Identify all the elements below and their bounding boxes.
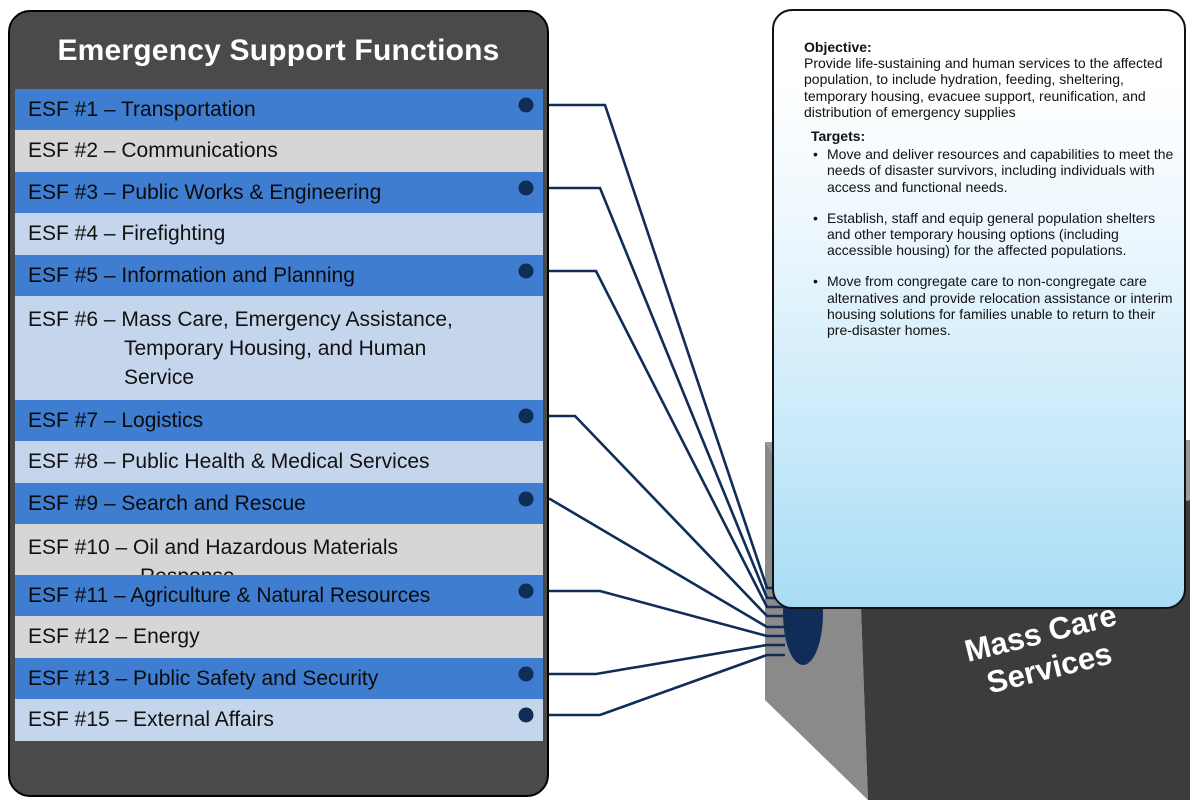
esf-row: ESF #1 – Transportation — [15, 89, 543, 130]
mass-care-services-label: Mass Care Services — [939, 592, 1150, 710]
esf-label: ESF #1 – Transportation — [28, 98, 256, 121]
esf-label: ESF #3 – Public Works & Engineering — [28, 181, 382, 204]
targets-list: Move and deliver resources and capabilit… — [811, 146, 1174, 338]
esf-label-cont: Service — [124, 366, 195, 389]
objective-text: Provide life-sustaining and human servic… — [804, 55, 1163, 120]
connector-line — [526, 414, 785, 618]
esf-label: ESF #9 – Search and Rescue — [28, 492, 306, 515]
connector-line — [526, 103, 785, 590]
esf-row: ESF #3 – Public Works & Engineering — [15, 172, 543, 213]
esf-row: ESF #15 – External Affairs — [15, 699, 543, 741]
esf-label-cont: Temporary Housing, and Human — [124, 337, 427, 360]
connector-line — [526, 589, 785, 638]
esf-label: ESF #8 – Public Health & Medical Service… — [28, 450, 430, 473]
connector-line — [526, 269, 785, 609]
esf-panel: Emergency Support Functions ESF #1 – Tra… — [8, 10, 549, 797]
esf-label: ESF #7 – Logistics — [28, 409, 204, 432]
esf-row: ESF #2 – Communications — [15, 130, 543, 172]
connector-line — [526, 186, 785, 600]
esf-row: ESF #10 – Oil and Hazardous MaterialsRes… — [15, 524, 543, 588]
esf-label: ESF #6 – Mass Care, Emergency Assistance… — [28, 305, 453, 392]
esf-row: ESF #9 – Search and Rescue — [15, 483, 543, 524]
esf-row: ESF #5 – Information and Planning — [15, 255, 543, 296]
esf-row: ESF #4 – Firefighting — [15, 213, 543, 255]
panel-title: Emergency Support Functions — [57, 34, 500, 67]
targets-heading: Targets: — [811, 128, 866, 145]
connector-line — [526, 653, 785, 717]
esf-row: ESF #12 – Energy — [15, 616, 543, 658]
connector-line — [526, 643, 785, 676]
esf-label: ESF #2 – Communications — [28, 139, 278, 162]
esf-label: ESF #5 – Information and Planning — [28, 264, 355, 287]
esf-label: ESF #11 – Agriculture & Natural Resource… — [28, 584, 431, 607]
target-item: Establish, staff and equip general popul… — [811, 210, 1174, 259]
connector-lines — [526, 103, 785, 717]
connector-line — [526, 497, 785, 629]
esf-label: ESF #4 – Firefighting — [28, 222, 226, 245]
esf-label: ESF #12 – Energy — [28, 625, 200, 648]
objective-card: Objective: Provide life-sustaining and h… — [772, 9, 1186, 609]
esf-row: ESF #11 – Agriculture & Natural Resource… — [15, 575, 543, 616]
objective-heading: Objective: — [804, 39, 872, 55]
target-item: Move from congregate care to non-congreg… — [811, 273, 1174, 338]
esf-label: ESF #15 – External Affairs — [28, 708, 274, 731]
esf-row: ESF #6 – Mass Care, Emergency Assistance… — [15, 296, 543, 400]
esf-row: ESF #7 – Logistics — [15, 400, 543, 441]
esf-row: ESF #13 – Public Safety and Security — [15, 658, 543, 699]
target-item: Move and deliver resources and capabilit… — [811, 146, 1174, 195]
esf-row: ESF #8 – Public Health & Medical Service… — [15, 441, 543, 483]
esf-label: ESF #13 – Public Safety and Security — [28, 667, 379, 690]
objective-content: Objective: Provide life-sustaining and h… — [804, 39, 1174, 353]
